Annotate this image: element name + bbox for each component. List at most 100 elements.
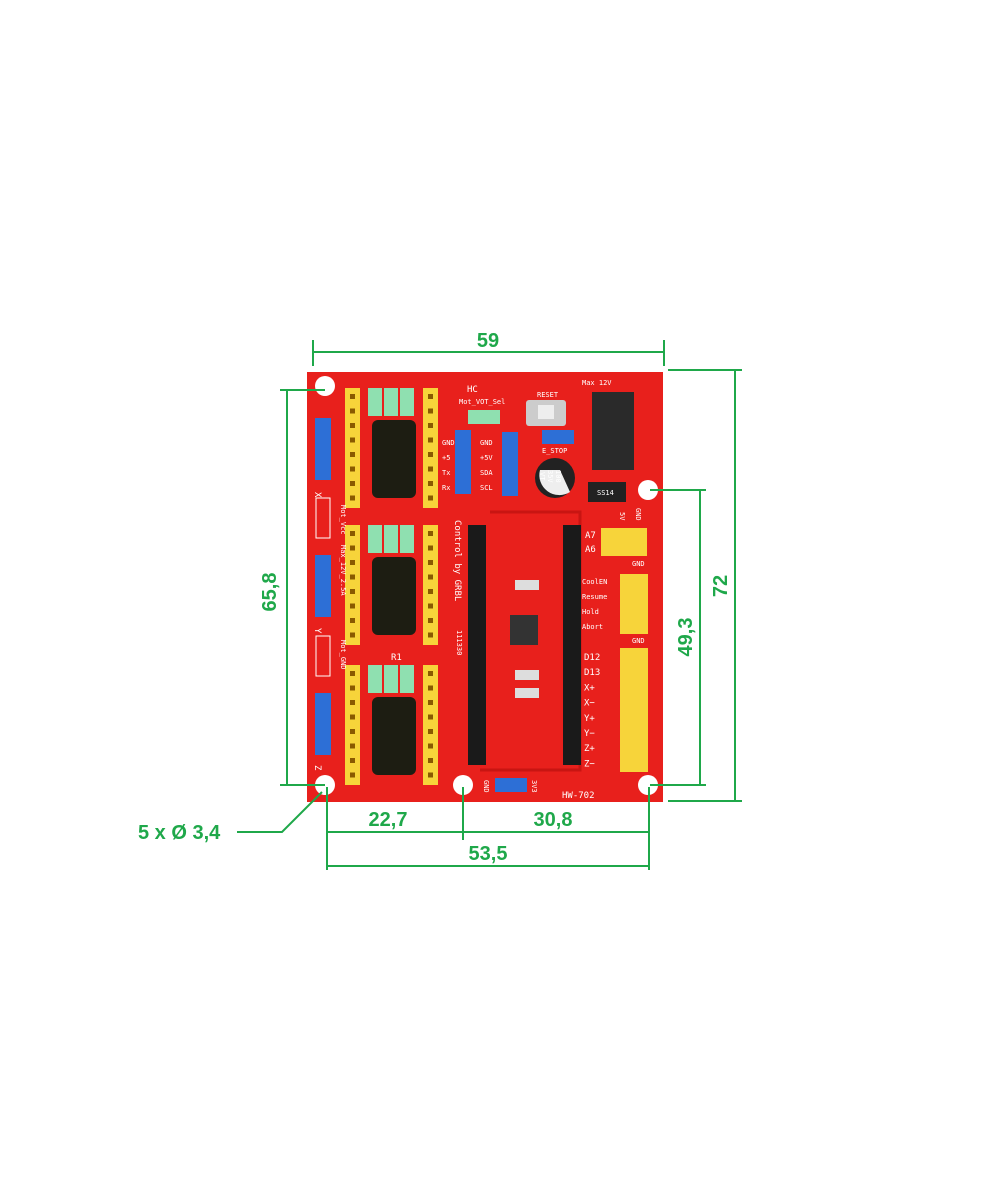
x-motor-header (315, 418, 331, 480)
board-code-label: 111330 (455, 630, 463, 655)
i2c-pin-label: SCL (480, 484, 493, 492)
limit-pin-label: D12 (584, 653, 600, 663)
smd-part (515, 688, 539, 698)
dim-left-offset-label: 22,7 (369, 809, 408, 831)
mot-vot-sel-jumper (468, 410, 500, 424)
mot-power-pads (315, 635, 331, 677)
capacitor-label: 35V (546, 470, 554, 483)
capacitor-label: VT (538, 472, 546, 481)
control-pin-label: CoolEN (582, 578, 607, 586)
limit-pin-label: Y− (584, 729, 595, 739)
gnd-label: GND (632, 560, 645, 568)
control-pin-label: Hold (582, 608, 599, 616)
axis-label-x: X (312, 492, 322, 498)
e-stop-label: E_STOP (542, 447, 567, 455)
inductor-capacitor (372, 557, 416, 635)
holes-leader-line (237, 791, 323, 833)
y-motor-header (315, 555, 331, 617)
analog-header-label: GND (634, 508, 642, 521)
dim-right-offset-label: 30,8 (534, 809, 573, 831)
jumper (400, 388, 414, 416)
socket-header (345, 525, 360, 645)
uart-pin-label: +5 (442, 454, 450, 462)
jumper (368, 525, 382, 553)
mount-hole (638, 480, 658, 500)
reset-label: RESET (537, 391, 559, 399)
jumper-3v3-label: 3V3 (530, 780, 538, 793)
holes-note-label: 5 x Ø 3,4 (138, 822, 221, 844)
inductor-capacitor (372, 420, 416, 498)
jumper (384, 665, 398, 693)
power-label: Max 12V (582, 379, 612, 387)
control-pin-label: Abort (582, 623, 603, 631)
uart-pin-label: Tx (442, 469, 450, 477)
control-pin-label: Resume (582, 593, 607, 601)
nano-header-left (468, 525, 486, 765)
analog-pin-label: A6 (585, 545, 596, 555)
dim-width-label: 59 (477, 330, 499, 352)
driver-socket (345, 525, 438, 645)
gnd-label: GND (632, 637, 645, 645)
mot-gnd-label: Mot_GND (339, 640, 347, 670)
limit-pin-label: Y+ (584, 714, 595, 724)
power-jack (592, 392, 634, 470)
smd-part (515, 670, 539, 680)
inductor-capacitor (372, 697, 416, 775)
dimension-lines: 59 72 49,3 65,8 22,7 30,8 53,5 5 x Ø 3,4 (138, 330, 742, 870)
capacitor-label: 100 (554, 470, 562, 483)
dim-hole-right-label: 49,3 (675, 618, 697, 657)
mount-hole (453, 775, 473, 795)
mot-vot-sel-label: Mot_VOT_Sel (459, 398, 505, 406)
control-by-grbl-label: Control by GRBL (452, 520, 462, 601)
limit-pin-label: Z− (584, 759, 595, 769)
limit-header (620, 648, 648, 772)
mount-hole (638, 775, 658, 795)
dim-line-hole-right (650, 489, 706, 786)
dim-line-height (668, 369, 742, 802)
dim-line-hole-height (280, 389, 325, 786)
dim-height-label: 72 (710, 575, 732, 597)
max-12v-label: Max_12V_2.5A (339, 545, 347, 596)
diode (588, 482, 626, 502)
components (315, 392, 648, 792)
control-header (620, 574, 648, 634)
socket-header (345, 665, 360, 785)
socket-header (423, 665, 438, 785)
jumper (400, 665, 414, 693)
limit-pin-label: D13 (584, 668, 600, 678)
axis-label-z: Z (312, 765, 322, 771)
i2c-pin-label: SDA (480, 469, 493, 477)
limit-pin-label: X− (584, 699, 595, 709)
smd-part (515, 580, 539, 590)
dim-span-label: 53,5 (469, 843, 508, 865)
jumper (384, 388, 398, 416)
dim-hole-height-label: 65,8 (259, 573, 281, 612)
mount-hole (315, 376, 335, 396)
axis-label-y: Y (312, 628, 322, 634)
i2c-pin-label: +5V (480, 454, 493, 462)
mot-vcc-label: Mot_Vcc (339, 505, 347, 535)
i2c-pin-label: GND (480, 439, 493, 447)
socket-header (423, 388, 438, 508)
jumper (384, 525, 398, 553)
3v3-jumper (495, 778, 527, 792)
voltage-regulator (510, 615, 538, 645)
hc-label: HC (467, 385, 478, 395)
uart-pin-label: Rx (442, 484, 450, 492)
e-stop-jumper (542, 430, 574, 444)
mot-power-pads (315, 497, 331, 539)
analog-header (601, 528, 647, 556)
jumper (368, 665, 382, 693)
socket-header (345, 388, 360, 508)
diode-label: SS14 (597, 489, 614, 497)
uart-pin-label: GND (442, 439, 455, 447)
dim-line-bottom (326, 787, 650, 870)
uart-header (455, 430, 471, 494)
silkscreen: HC Mot_VOT_Sel RESET E_STOP Max 12V SS14… (312, 379, 645, 801)
nano-header-right (563, 525, 581, 765)
z-motor-header (315, 693, 331, 755)
i2c-header (502, 432, 518, 496)
model-label: HW-702 (562, 791, 595, 801)
